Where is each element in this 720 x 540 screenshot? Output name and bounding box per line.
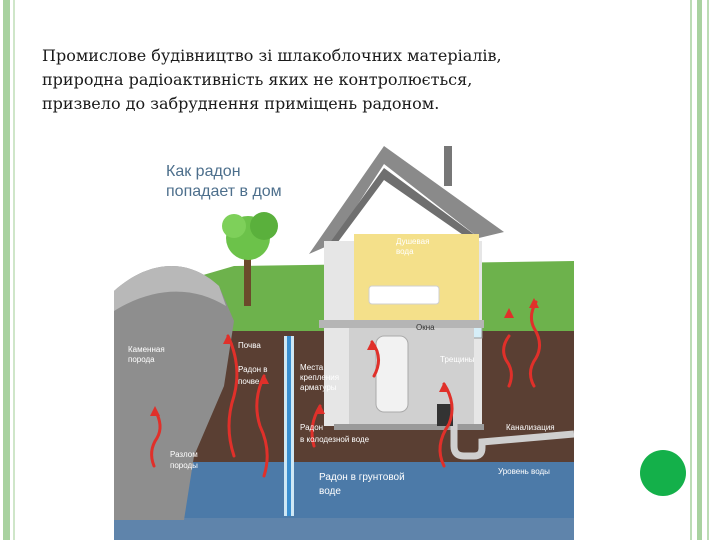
slide-text-line-1: Промислове будівництво зі шлакоблочних м… <box>42 46 502 65</box>
label-sewer: Канализация <box>506 423 555 432</box>
label-fault-2: породы <box>170 461 198 470</box>
label-radon-soil-1: Радон в <box>238 365 268 374</box>
label-shower-1: Душевая <box>396 237 429 246</box>
label-ground-2: воде <box>319 486 341 497</box>
label-radon-soil-2: почве <box>238 377 260 386</box>
radon-arrow-2 <box>529 300 541 388</box>
slide-text-line-3: призвело до забруднення приміщень радоно… <box>42 94 440 113</box>
radon-arrowheads <box>150 298 539 416</box>
radon-arrow-1 <box>150 408 162 468</box>
slide-text-line-2: природна радіоактивність яких не контрол… <box>42 70 473 89</box>
label-mount-1: Места <box>300 363 324 372</box>
left-border-bar <box>3 0 10 540</box>
right-border-line-2 <box>707 0 709 540</box>
label-well-2: в колодезной воде <box>300 435 370 444</box>
radon-arrow-5 <box>255 374 269 478</box>
upper-room <box>354 234 479 320</box>
label-rock-1: Каменная <box>128 345 165 354</box>
label-mount-3: арматуры <box>300 383 337 392</box>
right-border-bar <box>697 0 702 540</box>
label-ground-1: Радон в грунтовой <box>319 472 405 483</box>
chimney <box>444 146 452 186</box>
floor-slab <box>319 320 484 328</box>
left-border-line <box>13 0 15 540</box>
radon-arrow-7 <box>438 382 454 468</box>
green-circle-icon <box>640 450 686 496</box>
diagram-title-line-1: Как радон <box>166 163 241 180</box>
label-shower-2: вода <box>396 247 414 256</box>
radon-diagram: Как радон попадает в дом Душевая вода Ок… <box>114 146 574 540</box>
bathtub <box>368 285 440 305</box>
diagram-title-line-2: попадает в дом <box>166 183 282 200</box>
rock-mass <box>114 266 234 520</box>
water-heater <box>375 335 409 413</box>
slide-text: Промислове будівництво зі шлакоблочних м… <box>42 44 602 116</box>
radon-arrows <box>150 300 541 478</box>
label-windows: Окна <box>416 323 435 332</box>
label-water-level: Уровень воды <box>498 467 550 476</box>
label-mount-2: крепления <box>300 373 339 382</box>
radon-arrow-4 <box>226 334 239 458</box>
tree-trunk <box>244 246 251 306</box>
right-border-line-1 <box>690 0 692 540</box>
basement <box>349 328 474 424</box>
label-rock-2: порода <box>128 355 155 364</box>
radon-arrow-3 <box>502 334 513 388</box>
label-well-1: Радон <box>300 423 323 432</box>
label-fault-1: Разлом <box>170 450 198 459</box>
label-soil: Почва <box>238 341 261 350</box>
ground-bottom <box>114 518 574 540</box>
sewer-pipe <box>450 421 574 460</box>
label-cracks: Трещины <box>440 355 475 364</box>
